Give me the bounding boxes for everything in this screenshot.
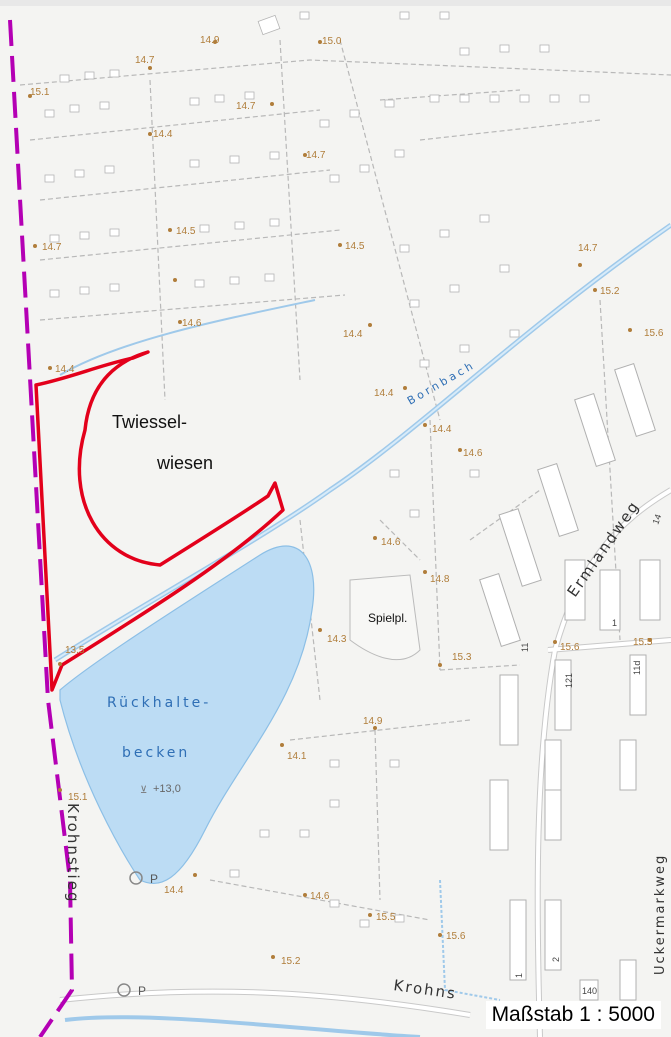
- street-krohnstieg-vertical: Krohnstieg: [64, 803, 82, 903]
- elevation-label: 13.5: [65, 645, 85, 656]
- playground-area: [349, 574, 421, 660]
- pond-label-line1: Rückhalte-: [107, 695, 211, 711]
- elevation-label: 14.7: [42, 242, 62, 253]
- elevation-label: 14.4: [343, 329, 363, 340]
- elevation-label: 14.1: [287, 751, 307, 762]
- elevation-label: 14.4: [55, 364, 75, 375]
- house-numbers: 14 11 11d 121 2 1 140 1: [514, 513, 663, 996]
- elevation-label: 14.6: [182, 318, 202, 329]
- parking-label-2: P: [138, 984, 146, 998]
- elevation-label: 15.1: [30, 87, 50, 98]
- elevation-label: 14.3: [327, 634, 347, 645]
- parking-label-1: P: [150, 872, 158, 886]
- bornbach-stream-inner: [54, 224, 671, 661]
- parking-icon: [129, 871, 143, 885]
- street-uckermarkweg: Uckermarkweg: [653, 854, 668, 975]
- lower-stream: [64, 1015, 421, 1037]
- elevation-label: 15.6: [446, 931, 466, 942]
- area-name-line1: Twiessel-: [112, 412, 187, 432]
- house-number: 11d: [632, 661, 642, 675]
- apartment-blocks: [479, 362, 661, 1001]
- elevation-label: 15.6: [560, 642, 580, 653]
- elevation-label: 14.4: [164, 885, 184, 896]
- scale-label: Maßstab 1 : 5000: [485, 1001, 661, 1029]
- top-edge: [0, 0, 671, 6]
- water-level-icon: ⊻: [140, 785, 147, 796]
- elevation-label: 14.4: [374, 388, 394, 399]
- elevation-label: 14.7: [578, 243, 598, 254]
- elevation-label: 15.6: [644, 328, 664, 339]
- ditch-east: [439, 879, 501, 1001]
- elevation-label: 15.0: [322, 36, 342, 47]
- elevation-label: 15.2: [281, 956, 301, 967]
- house-number: 14: [650, 513, 663, 526]
- elevation-label: 14.5: [345, 241, 365, 252]
- house-number: 2: [551, 957, 561, 962]
- elevation-label: 15.3: [452, 652, 472, 663]
- elevation-label: 15.2: [600, 286, 620, 297]
- drainage-ditch: [59, 299, 316, 376]
- elevation-labels: 14.9 15.0 14.7 15.1 14.7 14.4 14.7 14.5 …: [30, 35, 664, 967]
- house-number: 1: [514, 973, 524, 978]
- elevation-label: 14.6: [381, 537, 401, 548]
- elevation-label: 14.8: [430, 574, 450, 585]
- house-number: 121: [564, 673, 574, 688]
- house-number: 11: [520, 643, 530, 652]
- pond-level: +13,0: [153, 783, 181, 795]
- elevation-label: 14.4: [153, 129, 173, 140]
- parking-icon: [117, 983, 131, 997]
- elevation-label: 15.5: [376, 912, 396, 923]
- planning-boundary: [34, 350, 285, 692]
- retention-pond: [59, 545, 315, 884]
- elevation-label: 14.5: [176, 226, 196, 237]
- house-number: 140: [582, 986, 597, 996]
- elevation-label: 14.6: [463, 448, 483, 459]
- elevation-label: 14.9: [363, 716, 383, 727]
- buildings: [44, 11, 590, 928]
- district-border: [8, 19, 75, 1037]
- elevation-label: 14.7: [236, 101, 256, 112]
- elevation-label: 15.5: [633, 637, 653, 648]
- area-name-line2: wiesen: [156, 453, 213, 473]
- elevation-label: 14.7: [306, 150, 326, 161]
- elevation-dots: [28, 40, 652, 959]
- elevation-label: 14.4: [432, 424, 452, 435]
- elevation-label: 14.7: [135, 55, 155, 66]
- elevation-label: 14.6: [310, 891, 330, 902]
- pond-label-line2: becken: [122, 745, 190, 761]
- playground-label: Spielpl.: [368, 611, 407, 625]
- elevation-label: 14.9: [200, 35, 220, 46]
- footpaths: [19, 39, 671, 921]
- house-number: 1: [612, 618, 617, 628]
- elevation-label: 15.1: [68, 792, 88, 803]
